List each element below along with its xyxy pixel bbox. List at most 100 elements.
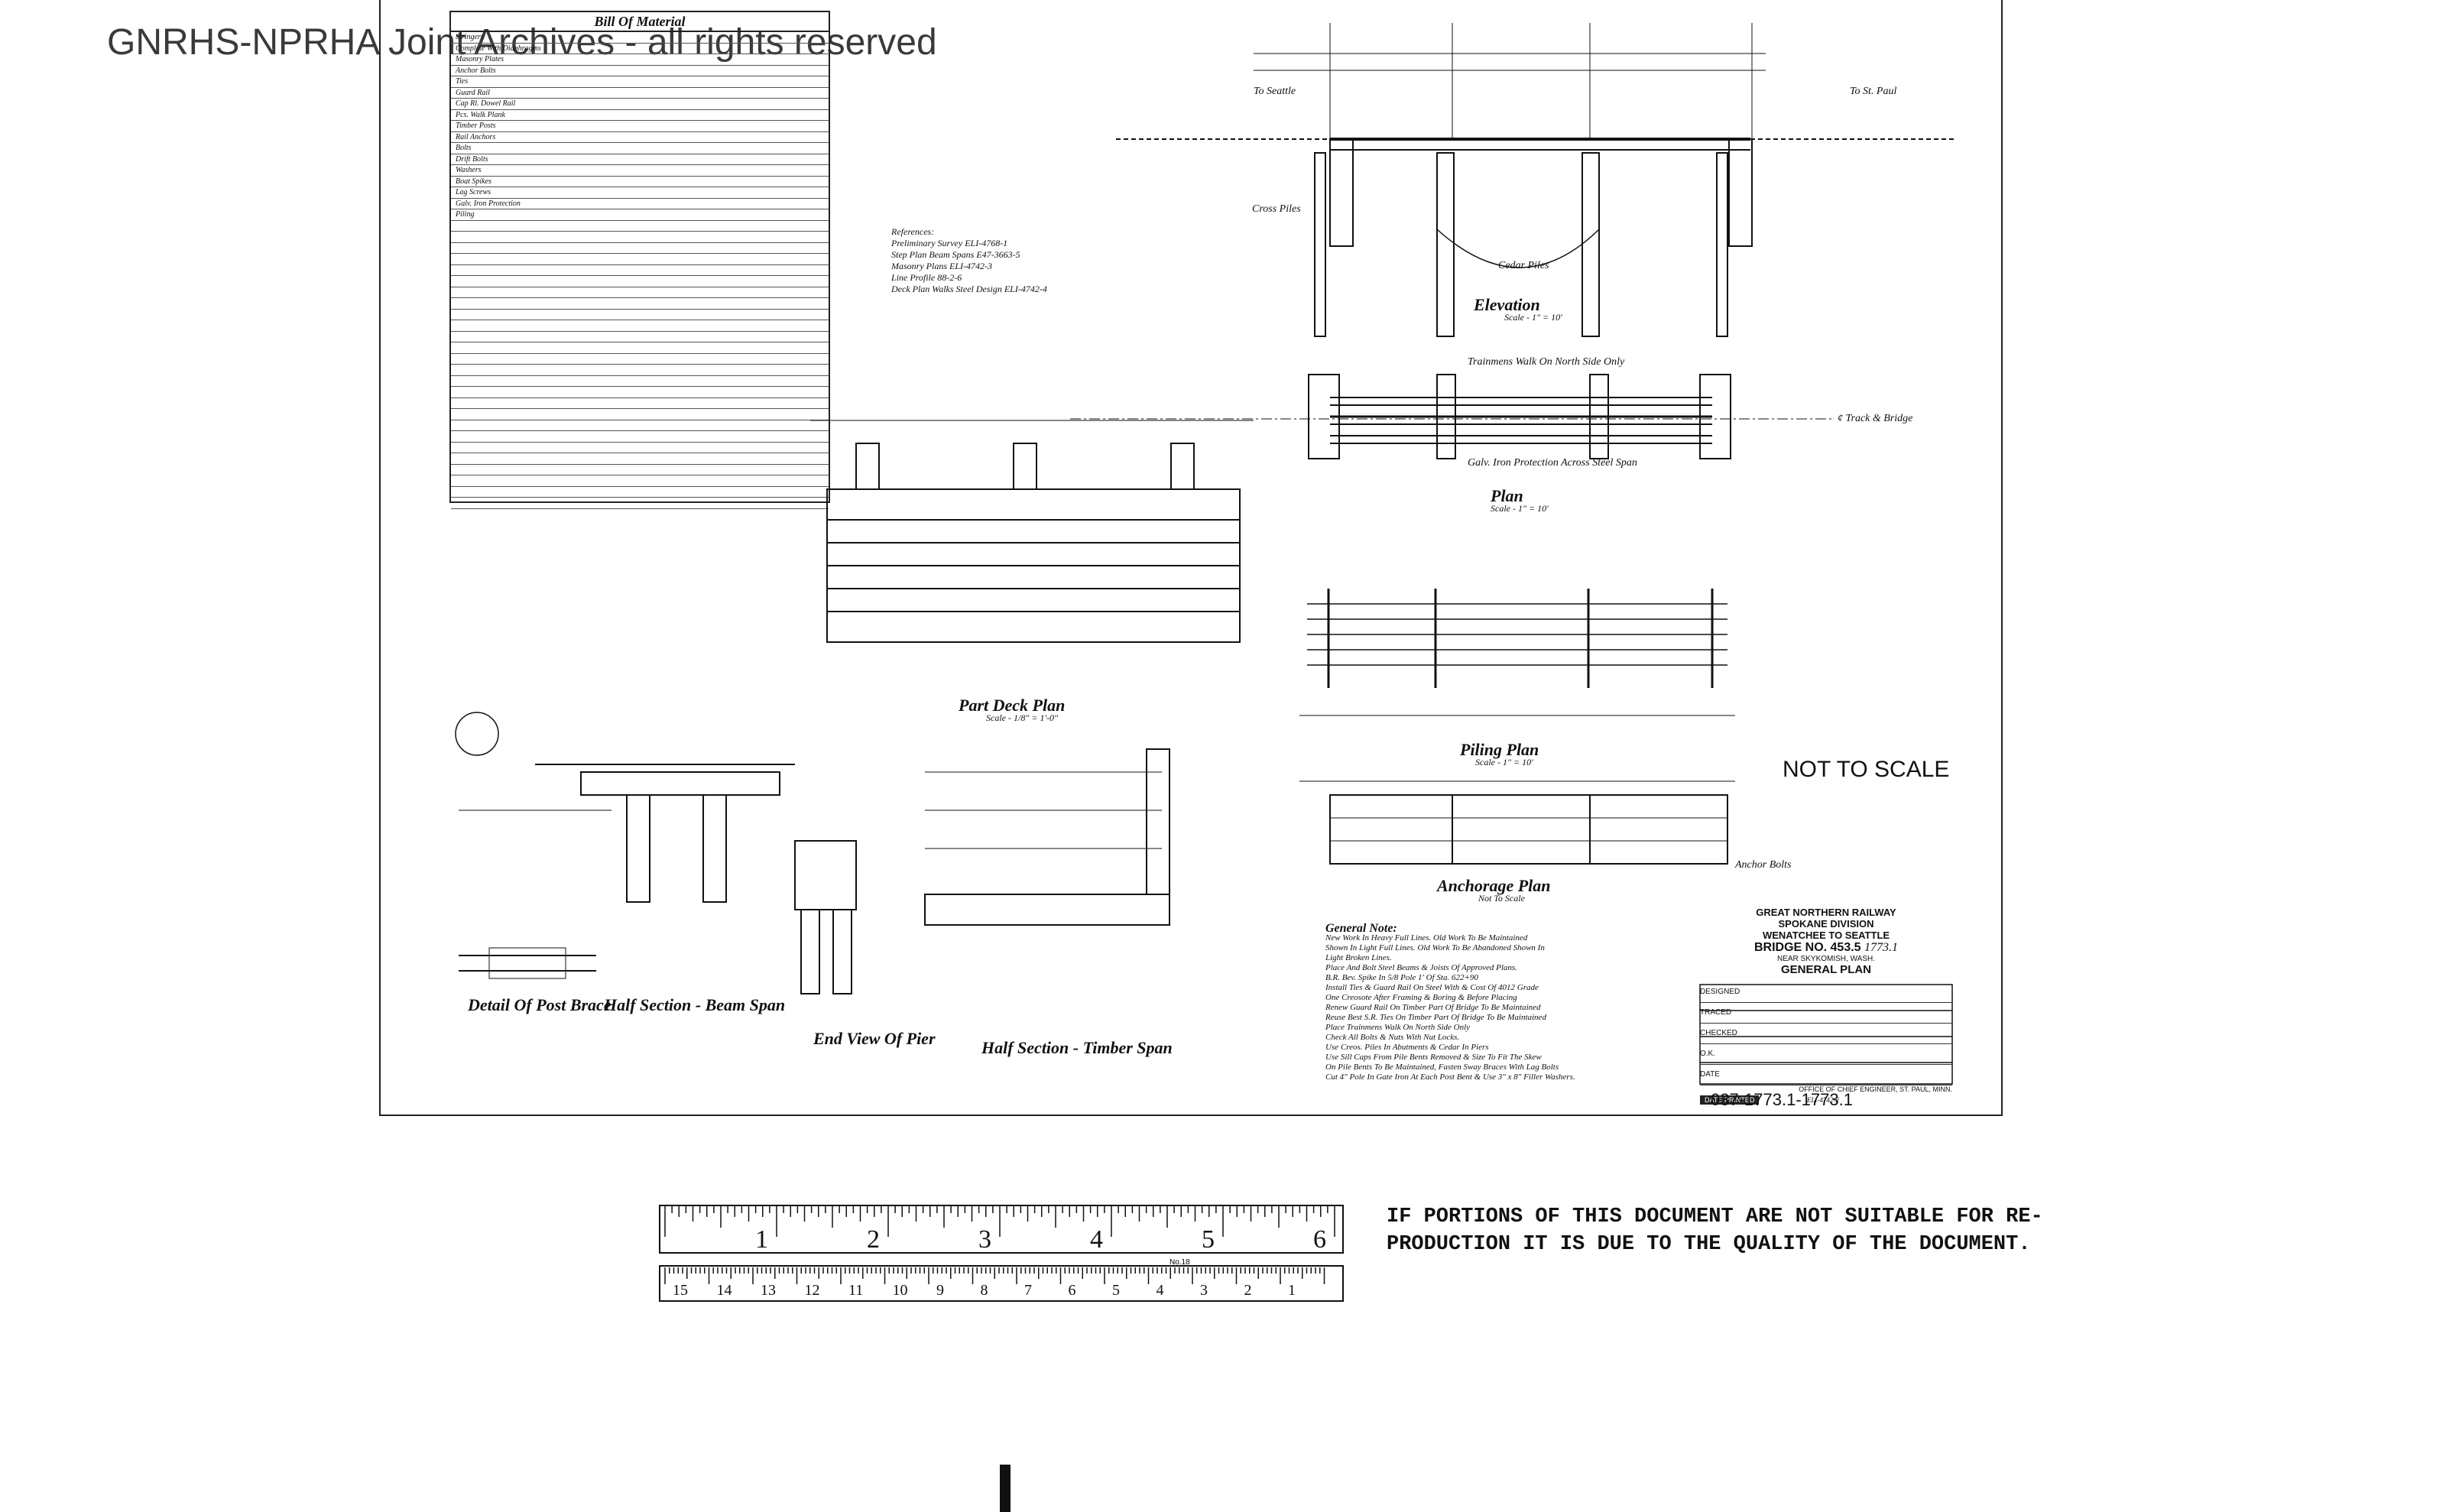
ruler-cm-label: 10 [893,1282,908,1299]
elevation-title: Elevation [1474,295,1540,314]
general-note-line: Check All Bolts & Nuts With Nut Locks. [1325,1033,1460,1042]
bom-empty-row [451,409,829,420]
bom-empty-row [451,232,829,243]
track-bridge-label: ¢ Track & Bridge [1838,413,1913,424]
half-section-beam-title: Half Section - Beam Span [604,995,786,1014]
bom-row: Boat Spikes [451,177,829,187]
bridge-number-alt: 1773.1 [1864,941,1899,954]
reference-item: Preliminary Survey ELI-4768-1 [891,238,1008,248]
reference-item: Deck Plan Walks Steel Design ELI-4742-4 [891,284,1047,294]
reproduction-notice-line1: IF PORTIONS OF THIS DOCUMENT ARE NOT SUI… [1387,1205,2043,1228]
post-brace-detail-title: Detail Of Post Brace [468,995,612,1014]
general-note-line: Use Creos. Piles In Abutments & Cedar In… [1325,1043,1489,1052]
general-note-block: General Note: New Work In Heavy Full Lin… [1325,923,1654,1082]
title-block-field: O.K. [1700,1044,1952,1065]
part-deck-plan-title: Part Deck Plan [959,696,1066,715]
drawing-sheet [379,0,2003,1116]
sheet-number: ELI-4742-2 [1806,1096,1839,1104]
elevation-view [1116,23,1957,337]
end-view-pier-title: End View Of Pier [813,1029,936,1048]
bom-empty-row [451,365,829,376]
ruler-inch-label: 3 [978,1225,991,1254]
bom-empty-row [451,287,829,298]
ruler-cm-label: 8 [981,1282,988,1299]
registration-mark [1000,1465,1011,1512]
general-note-line: Place And Bolt Steel Beams & Joists Of A… [1325,963,1517,972]
bom-empty-row [451,453,829,465]
date-printed-label: DATE PRINTED [1700,1095,1760,1105]
post-brace-detail-view [459,947,596,979]
plan-title: Plan [1491,486,1523,505]
reference-item: Step Plan Beam Spans E47-3663-5 [891,249,1020,260]
galv-iron-label: Galv. Iron Protection Across Steel Span [1468,457,1637,469]
ruler-inch-label: 1 [755,1225,768,1254]
general-note-line: Reuse Best S.R. Ties On Timber Part Of B… [1325,1013,1546,1022]
bom-empty-row [451,498,829,509]
piling-plan-view [1299,589,1735,782]
ruler-cm-label: 5 [1112,1282,1120,1299]
bom-row: Piling [451,209,829,221]
ruler-inch-label: 4 [1090,1225,1103,1254]
general-note-line: New Work In Heavy Full Lines. Old Work T… [1325,933,1528,943]
general-note-lines: New Work In Heavy Full Lines. Old Work T… [1325,933,1654,1082]
bom-empty-row [451,243,829,254]
ruler-cm-label: 9 [936,1282,944,1299]
half-section-timber-span-view [924,748,1170,926]
ruler-inch-label: 6 [1313,1225,1326,1254]
bill-of-material-title: Bill Of Material [451,12,829,32]
piling-plan-title: Piling Plan [1460,740,1539,759]
bom-empty-row [451,475,829,487]
part-deck-plan-view [810,420,1254,643]
general-note-line: Install Ties & Guard Rail On Steel With … [1325,983,1539,992]
ruler-model: No.18 [1169,1258,1190,1267]
ruler-cm-label: 7 [1024,1282,1032,1299]
bom-row: Lag Screws [451,187,829,199]
office-name: OFFICE OF CHIEF ENGINEER, ST. PAUL, MINN… [1799,1085,1952,1093]
bom-row: Drift Bolts [451,154,829,165]
anchorage-plan-title: Anchorage Plan [1437,876,1551,895]
ruler-cm-label: 14 [717,1282,732,1299]
to-seattle-label: To Seattle [1254,86,1296,97]
ruler-inch-label: 2 [867,1225,880,1254]
reproduction-notice-line2: PRODUCTION IT IS DUE TO THE QUALITY OF T… [1387,1233,2031,1256]
ruler-cm-label: 11 [848,1282,863,1299]
general-note-line: Place Trainmens Walk On North Side Only [1325,1023,1471,1032]
bom-empty-row [451,310,829,320]
title-block-field: TRACED [1700,1003,1952,1024]
ruler-cm-label: 3 [1200,1282,1208,1299]
bom-empty-row [451,420,829,431]
ruler-cm-label: 6 [1069,1282,1076,1299]
route-name: WENATCHEE TO SEATTLE [1762,930,1890,941]
anchor-bolts-label: Anchor Bolts [1735,859,1792,871]
plan-scale: Scale - 1" = 10' [1491,503,1549,514]
bom-empty-row [451,298,829,310]
title-block-field: DATE [1700,1065,1952,1085]
bom-empty-row [451,320,829,332]
bom-row: Masonry Plates [451,54,829,66]
bom-empty-row [451,332,829,342]
reference-item: Line Profile 88-2-6 [891,272,962,283]
ruler-cm-label: 4 [1157,1282,1164,1299]
bom-empty-row [451,398,829,409]
bom-row: Guard Rail [451,88,829,99]
bom-empty-row [451,487,829,498]
railway-name: GREAT NORTHERN RAILWAY [1756,907,1896,918]
drawing-title: GENERAL PLAN [1780,963,1872,976]
bom-row: Stringers [451,32,829,44]
division-name: SPOKANE DIVISION [1778,918,1874,930]
cedar-piles-label: Cedar Piles [1498,260,1549,271]
ruler-cm-label: 1 [1288,1282,1296,1299]
ruler-inch-label: 5 [1202,1225,1215,1254]
ruler-cm-label: 13 [761,1282,776,1299]
bridge-number: BRIDGE NO. 453.5 [1753,941,1861,954]
general-note-line: Renew Guard Rail On Timber Part Of Bridg… [1325,1003,1541,1012]
trainmens-walk-label: Trainmens Walk On North Side Only [1468,356,1625,368]
bom-row: Rail Anchors [451,132,829,143]
bom-row: Complete With Diaphragms [451,44,829,54]
bom-row: Washers [451,165,829,177]
title-block-field: DESIGNED [1700,982,1952,1003]
